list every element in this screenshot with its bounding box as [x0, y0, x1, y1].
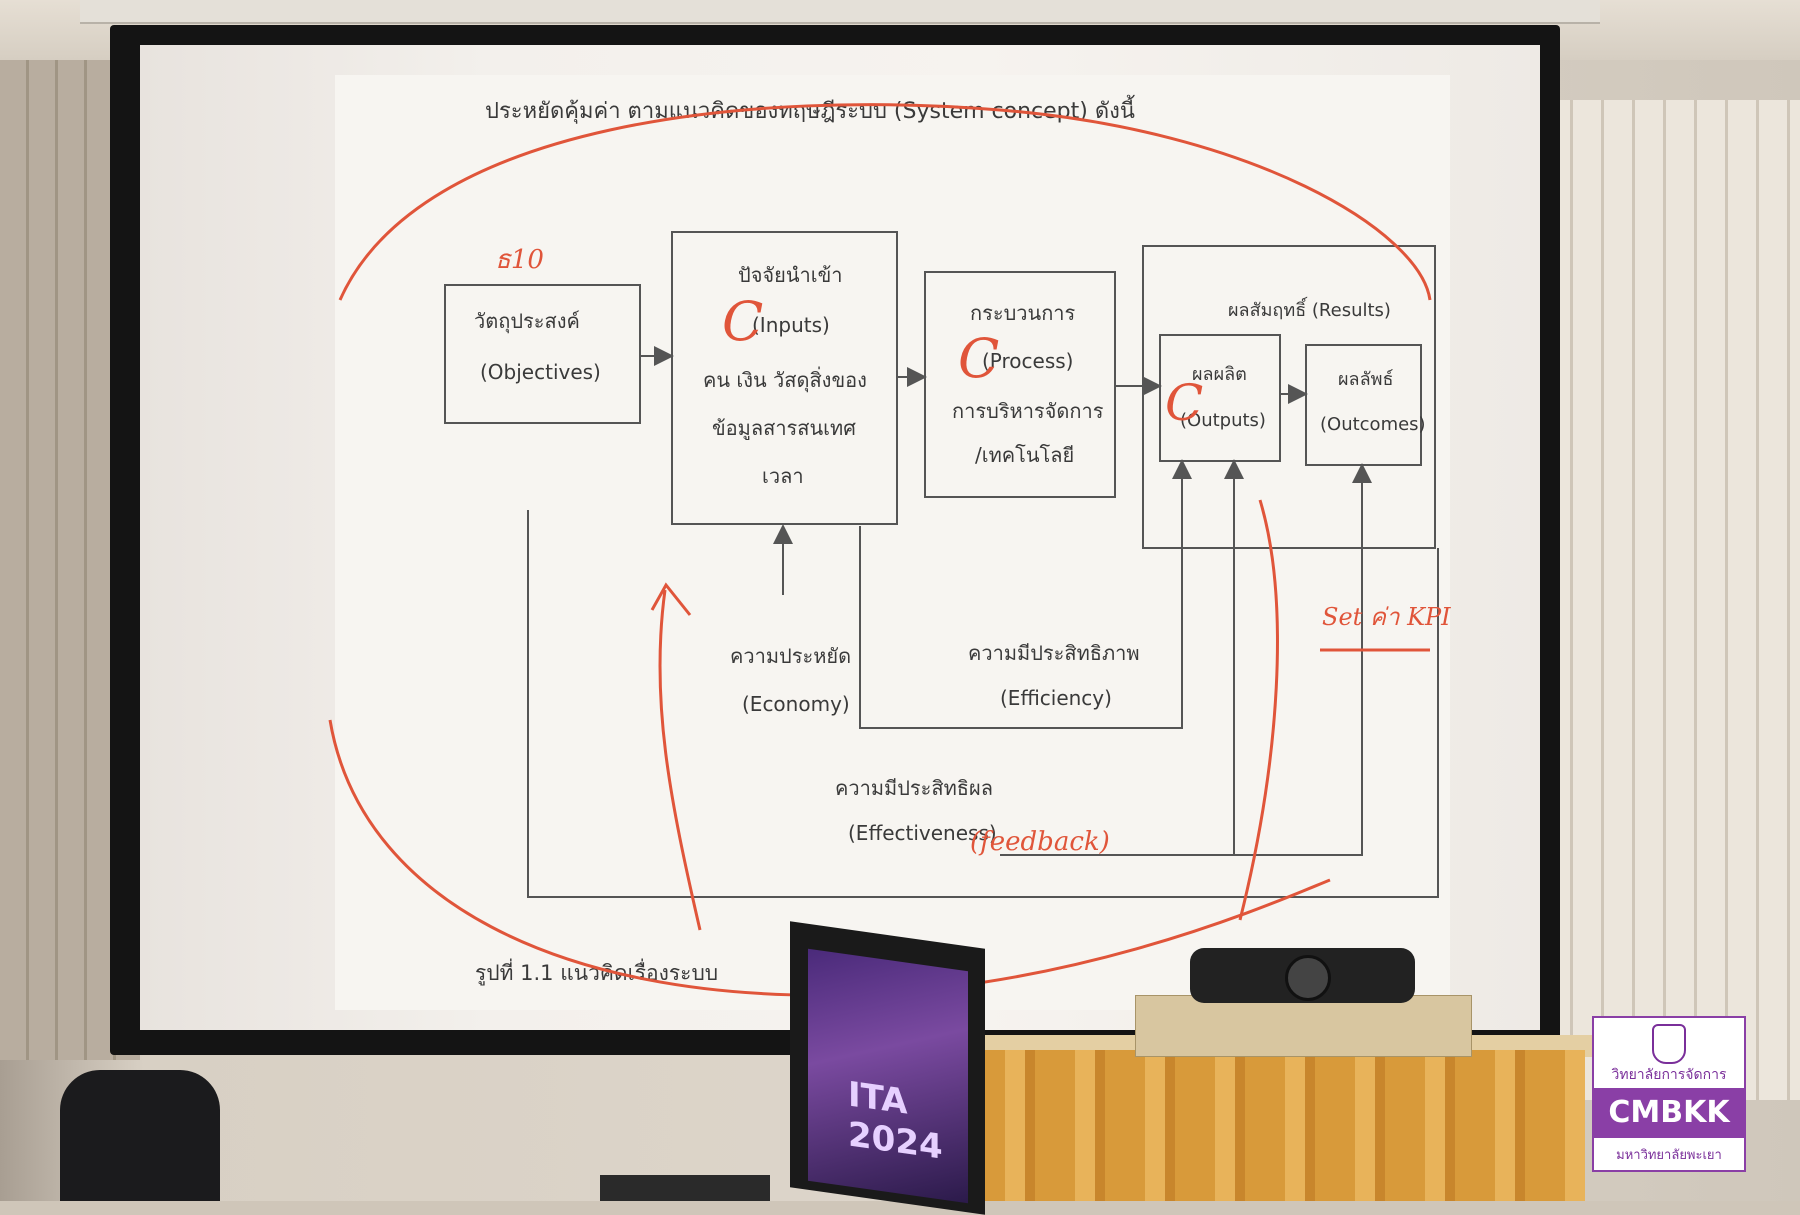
cmbkk-logo: วิทยาลัยการจัดการ CMBKK มหาวิทยาลัยพะเยา	[1592, 1016, 1746, 1172]
inputs-en: (Inputs)	[752, 313, 830, 337]
objectives-box	[444, 284, 641, 424]
efficiency-th: ความมีประสิทธิภาพ	[968, 641, 1140, 665]
objectives-th: วัตถุประสงค์	[474, 309, 580, 334]
slide-caption: รูปที่ 1.1 แนวคิดเรื่องระบบ	[475, 958, 718, 986]
economy-en: (Economy)	[742, 692, 850, 716]
effectiveness-th: ความมีประสิทธิผล	[835, 776, 993, 800]
process-en: (Process)	[982, 349, 1073, 373]
wooden-stand	[1135, 995, 1472, 1057]
marker-right-arc	[1238, 499, 1279, 921]
marker-c-inputs: C	[722, 290, 763, 353]
inputs-th: ปัจจัยนำเข้า	[738, 263, 843, 287]
process-line1: การบริหารจัดการ	[952, 399, 1104, 423]
logo-brand: CMBKK	[1608, 1095, 1730, 1130]
monitor-display: ITA 2024	[808, 948, 968, 1204]
inputs-line2: ข้อมูลสารสนเทศ	[712, 416, 856, 441]
outputs-en: (Outputs)	[1180, 410, 1266, 431]
logo-college-name: วิทยาลัยการจัดการ	[1611, 1067, 1727, 1083]
objectives-en: (Objectives)	[480, 360, 601, 384]
marker-big-circle	[328, 103, 1432, 997]
marker-feedback: (feedback)	[970, 827, 1110, 857]
logo-band: CMBKK	[1594, 1088, 1744, 1138]
results-box	[1142, 245, 1436, 549]
outputs-box	[1159, 334, 1281, 462]
logo-university-name: มหาวิทยาลัยพะเยา	[1616, 1148, 1722, 1163]
efficiency-en: (Efficiency)	[1000, 686, 1112, 710]
marker-c-outputs: C	[1165, 374, 1203, 432]
monitor-text: ITA 2024	[848, 1074, 943, 1168]
outcomes-en: (Outcomes)	[1320, 414, 1426, 435]
marker-c-process: C	[958, 327, 999, 390]
projector-screen-case	[80, 0, 1600, 24]
outputs-th: ผลผลิต	[1192, 364, 1247, 385]
outcomes-th: ผลลัพธ์	[1338, 369, 1393, 390]
process-line2: /เทคโนโลยี	[975, 443, 1074, 467]
marker-number: ธ10	[495, 245, 544, 275]
effectiveness-en: (Effectiveness)	[848, 821, 997, 845]
marker-curved-arrow	[650, 582, 702, 931]
outcomes-box	[1305, 344, 1422, 466]
inputs-line1: คน เงิน วัสดุสิ่งของ	[703, 366, 867, 393]
process-th: กระบวนการ	[970, 301, 1076, 325]
loop-line	[527, 510, 1439, 898]
office-chair	[60, 1070, 220, 1201]
keyboard	[600, 1175, 770, 1201]
economy-th: ความประหยัด	[730, 644, 851, 668]
university-emblem-icon	[1652, 1024, 1686, 1064]
camera-lens-icon	[1285, 955, 1331, 1001]
table-skirt	[965, 1050, 1585, 1201]
results-th: ผลสัมฤทธิ์ (Results)	[1228, 296, 1391, 321]
efficiency-line	[859, 459, 1192, 729]
inputs-line3: เวลา	[762, 464, 804, 488]
marker-setting: Set ค่า KPI	[1322, 603, 1451, 631]
slide-heading: ประหยัดคุ้มค่า ตามแนวคิดของทฤษฎีระบบ (Sy…	[485, 95, 1135, 124]
effectiveness-base	[1000, 463, 1372, 856]
